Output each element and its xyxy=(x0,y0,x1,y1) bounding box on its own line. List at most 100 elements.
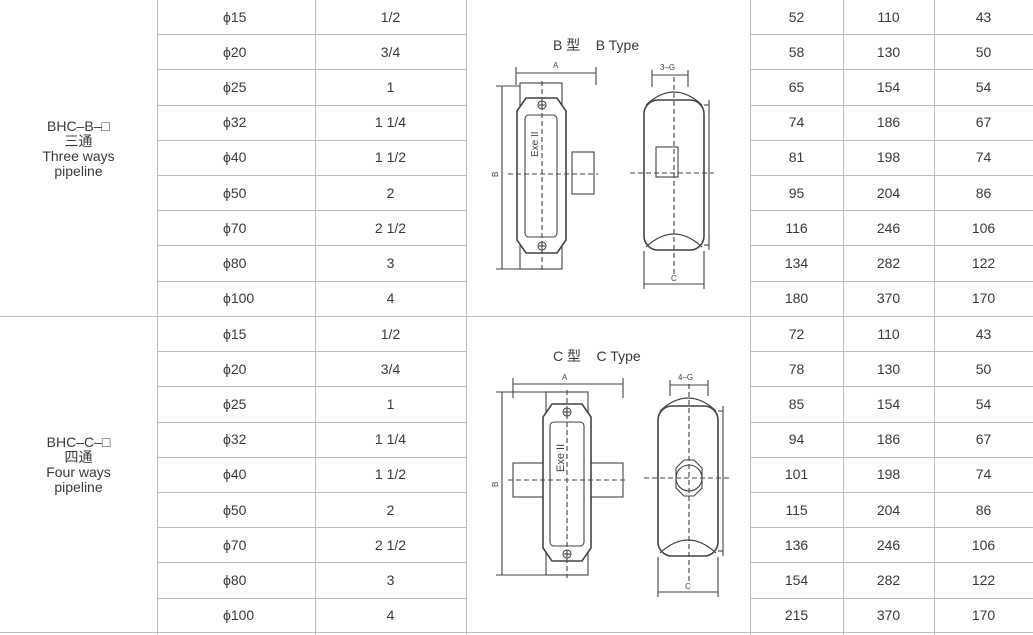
dim-a-cell: 115 xyxy=(785,501,808,518)
dim-a-cell: 136 xyxy=(784,536,809,553)
column-divider xyxy=(466,0,467,635)
thread-size-cell: 1 xyxy=(386,395,395,412)
row-divider xyxy=(750,351,1033,353)
section-c-label: BHC–C–□ 四通 Four ways pipeline xyxy=(0,435,157,495)
type-name-en: Four ways xyxy=(46,464,111,480)
row-divider xyxy=(750,139,1033,141)
type-name-en: Three ways xyxy=(42,148,115,164)
pipe-size-cell: ϕ50 xyxy=(223,501,247,518)
dim-b-cell: 246 xyxy=(876,536,901,553)
row-divider xyxy=(157,351,466,353)
row-divider xyxy=(750,421,1033,423)
row-divider xyxy=(157,492,466,493)
column-divider xyxy=(157,0,158,635)
dim-a-cell: 94 xyxy=(788,431,805,448)
type-name-en-2: pipeline xyxy=(54,479,103,495)
pipe-size-cell: ϕ100 xyxy=(223,607,255,624)
dim-c-cell: 170 xyxy=(971,290,996,307)
c-type-drawing: A B 4–G C Exe II xyxy=(491,373,730,597)
section-b-label: BHC–B–□ 三通 Three ways pipeline xyxy=(0,119,157,179)
dim-c-cell: 43 xyxy=(975,325,992,342)
dim-g-label: 3–G xyxy=(660,63,675,72)
column-divider xyxy=(315,0,316,635)
row-divider xyxy=(157,139,466,141)
section-divider xyxy=(0,316,1033,317)
thread-size-cell: 2 1/2 xyxy=(374,536,407,553)
dim-c-cell: 50 xyxy=(975,360,992,377)
thread-size-cell: 3 xyxy=(386,571,395,588)
column-divider xyxy=(750,0,751,635)
row-divider xyxy=(750,69,1033,71)
dim-c-cell: 74 xyxy=(975,466,992,483)
pipe-size-cell: ϕ20 xyxy=(223,43,247,60)
thread-size-cell: 2 xyxy=(386,184,395,201)
pipe-size-cell: ϕ15 xyxy=(223,8,247,25)
row-divider xyxy=(157,210,466,212)
dim-b-cell: 186 xyxy=(876,431,901,448)
dim-a-cell: 134 xyxy=(784,254,809,271)
row-divider xyxy=(750,104,1033,106)
row-divider xyxy=(157,245,466,247)
row-divider xyxy=(750,34,1033,36)
b-type-drawing: A B 3–G C Exe II xyxy=(491,61,714,289)
dim-b-label: B xyxy=(491,482,500,487)
dim-b-cell: 370 xyxy=(876,607,901,624)
dim-a-cell: 154 xyxy=(784,571,809,588)
dim-c-cell: 54 xyxy=(975,78,992,95)
diagram-b-title: B 型 B Type xyxy=(553,37,640,53)
dim-c-label: C xyxy=(685,582,691,591)
dim-b-cell: 204 xyxy=(876,184,901,201)
row-divider xyxy=(750,597,1033,599)
dim-b-cell: 370 xyxy=(876,290,901,307)
dim-c-label: C xyxy=(671,274,677,283)
row-divider xyxy=(750,175,1033,176)
row-divider xyxy=(157,34,466,36)
dim-c-cell: 86 xyxy=(975,501,992,518)
row-divider xyxy=(157,69,466,71)
row-divider xyxy=(750,527,1033,529)
thread-size-cell: 1/2 xyxy=(380,325,401,342)
thread-size-cell: 1 1/2 xyxy=(374,149,407,166)
dim-b-cell: 204 xyxy=(876,501,901,518)
dim-a-cell: 85 xyxy=(788,395,805,412)
dim-c-cell: 122 xyxy=(971,571,996,588)
model-code: BHC–C–□ xyxy=(46,434,111,450)
dim-b-cell: 154 xyxy=(876,78,901,95)
dim-b-cell: 130 xyxy=(876,360,901,377)
thread-size-cell: 3/4 xyxy=(380,360,401,377)
pipe-size-cell: ϕ70 xyxy=(223,536,247,553)
pipe-size-cell: ϕ50 xyxy=(223,184,247,201)
type-name-cn: 四通 xyxy=(64,449,93,465)
dim-a-label: A xyxy=(562,373,568,382)
column-divider xyxy=(934,0,935,635)
dim-b-cell: 282 xyxy=(876,254,901,271)
row-divider xyxy=(750,210,1033,212)
thread-size-cell: 3 xyxy=(386,254,395,271)
exe-label: Exe II xyxy=(555,444,567,472)
row-divider xyxy=(157,421,466,423)
thread-size-cell: 1 1/4 xyxy=(374,431,407,448)
pipe-size-cell: ϕ80 xyxy=(223,571,247,588)
pipe-size-cell: ϕ25 xyxy=(223,78,247,95)
dim-b-cell: 282 xyxy=(876,571,901,588)
dim-b-cell: 154 xyxy=(876,395,901,412)
exe-label: Exe II xyxy=(530,131,541,157)
pipe-size-cell: ϕ70 xyxy=(223,219,247,236)
dim-c-cell: 43 xyxy=(975,8,992,25)
dim-c-cell: 67 xyxy=(975,114,992,131)
thread-size-cell: 4 xyxy=(386,290,395,307)
dim-a-cell: 180 xyxy=(784,290,809,307)
dim-c-cell: 106 xyxy=(971,536,996,553)
dim-a-cell: 65 xyxy=(788,78,805,95)
dim-a-cell: 215 xyxy=(784,607,809,624)
dim-a-label: A xyxy=(553,61,559,70)
model-code: BHC–B–□ xyxy=(47,118,110,134)
row-divider xyxy=(750,386,1033,388)
dim-c-cell: 170 xyxy=(971,607,996,624)
pipe-size-cell: ϕ40 xyxy=(223,466,247,483)
dim-a-cell: 78 xyxy=(788,360,805,377)
dim-c-cell: 122 xyxy=(971,254,996,271)
row-divider xyxy=(750,456,1033,458)
thread-size-cell: 1 1/4 xyxy=(374,114,407,131)
